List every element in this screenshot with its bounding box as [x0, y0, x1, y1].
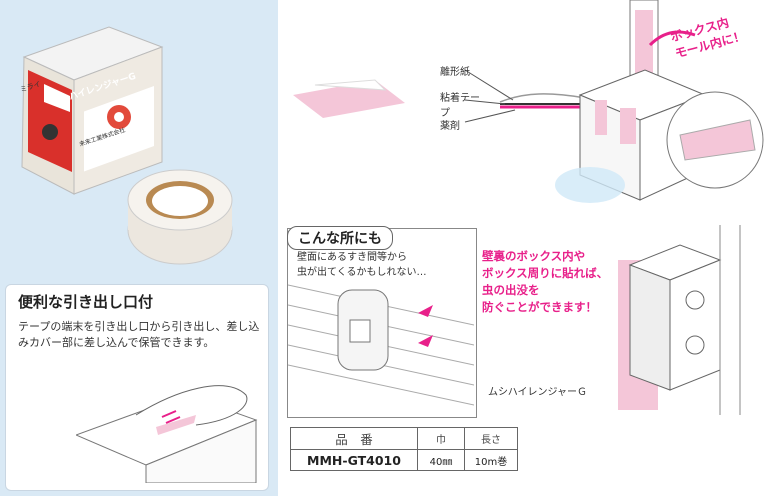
label-release-paper: 離形紙 — [440, 67, 470, 78]
tip-card: 便利な引き出し口付 テープの端末を引き出し口から引き出し、差し込みカバー部に差し… — [5, 284, 269, 491]
cell-model: MMH-GT4010 — [290, 449, 418, 471]
cell-length: 10m巻 — [464, 449, 518, 471]
wall-switch-illustration — [288, 284, 474, 406]
product-box-image — [21, 26, 164, 195]
header-model: 品 番 — [290, 427, 418, 450]
label-adhesive-tape: 粘着テープ — [440, 93, 480, 119]
header-width: 巾 — [417, 427, 465, 450]
tape-roll-image — [127, 169, 233, 265]
wall-box-illustration — [618, 225, 741, 415]
header-length: 長さ — [464, 427, 518, 450]
installation-diagram — [293, 0, 764, 203]
where-note: 壁裏のボックス内や ボックス周りに貼れば、 虫の出没を 防ぐことができます！ — [482, 249, 609, 314]
spec-table: 品 番 巾 長さ MMH-GT4010 40㎜ 10m巻 — [290, 427, 518, 471]
table-row: MMH-GT4010 40㎜ 10m巻 — [290, 449, 518, 471]
cell-width: 40㎜ — [417, 449, 465, 471]
label-agent: 薬剤 — [440, 121, 460, 132]
tip-description: テープの端末を引き出し口から引き出し、差し込みカバー部に差し込んで保管できます。 — [18, 320, 260, 349]
where-caption: 壁面にあるすき間等から 虫が出てくるかもしれない… — [297, 252, 427, 278]
product-panel: ムシハイレンジャーG ミライ 未来工業株式会社 便利な引き出し口付 テープの端末… — [0, 0, 278, 496]
dispenser-illustration — [76, 385, 258, 483]
tip-title: 便利な引き出し口付 — [18, 293, 154, 311]
where-tab: こんな所にも — [287, 226, 393, 250]
product-label: ムシハイレンジャーＧ — [488, 387, 587, 398]
